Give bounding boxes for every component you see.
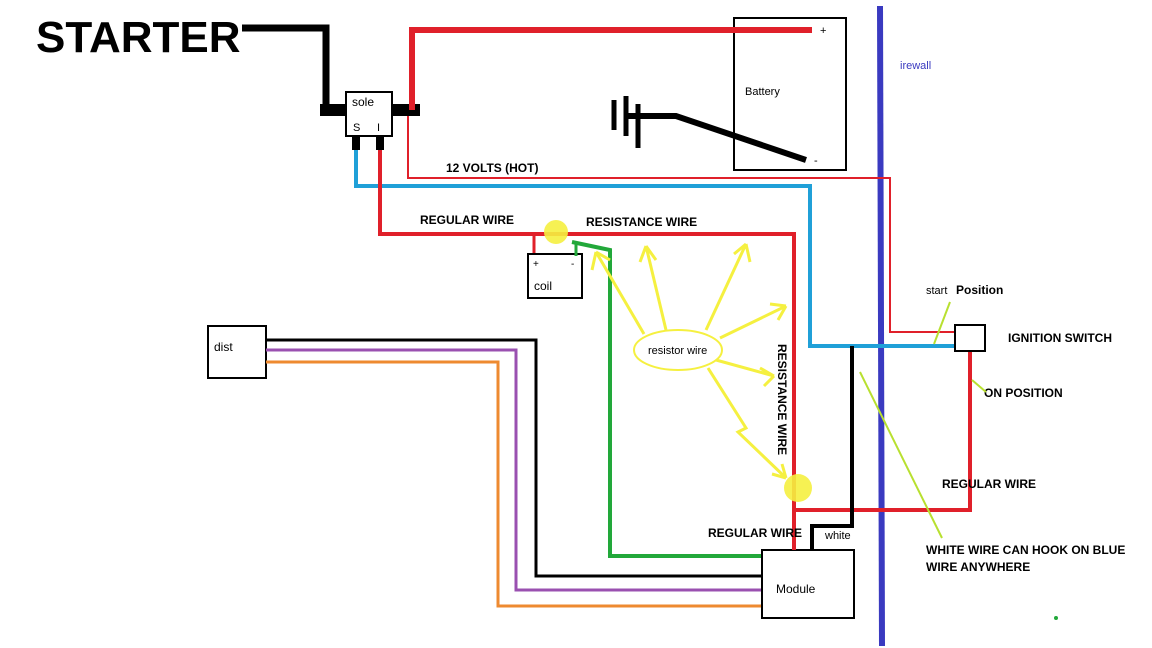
battery-negative: - — [814, 155, 818, 167]
coil-negative: - — [571, 259, 574, 270]
regular-wire-bottom-label: REGULAR WIRE — [708, 526, 802, 540]
white-note-line1: WHITE WIRE CAN HOOK ON BLUE — [926, 543, 1125, 557]
coil-positive: + — [533, 259, 539, 270]
ground-cable — [624, 113, 807, 163]
solenoid-left-lug — [320, 104, 346, 116]
dist-orange-wire — [266, 360, 764, 608]
solenoid-s-stub — [352, 136, 360, 150]
battery-positive-cable — [409, 27, 812, 110]
firewall-label: irewall — [900, 60, 931, 72]
resistance-wire-vertical-label: RESISTANCE WIRE — [775, 344, 789, 455]
resistance-wire-top-label: RESISTANCE WIRE — [586, 215, 697, 229]
module-label: Module — [776, 582, 816, 596]
start-position-pointer — [933, 301, 951, 345]
white-note-pointer — [859, 371, 943, 539]
white-note-line2: WIRE ANYWHERE — [926, 560, 1030, 574]
twelve-volt-hot-wire — [407, 116, 955, 333]
white-wire-label: white — [824, 530, 851, 542]
blue-start-wire — [354, 150, 955, 348]
distributor-box — [207, 325, 267, 379]
dist-purple-wire — [266, 348, 764, 592]
solenoid-s-terminal: S — [353, 122, 360, 134]
highlight-bottom — [784, 474, 812, 502]
coil-box — [527, 253, 583, 299]
distributor-label: dist — [214, 340, 233, 354]
regular-wire-right-label: REGULAR WIRE — [942, 477, 1036, 491]
dist-black-wire — [266, 338, 764, 578]
solenoid-right-lug — [392, 104, 420, 116]
ignition-switch-label: IGNITION SWITCH — [1008, 331, 1112, 345]
green-dot — [1054, 616, 1058, 620]
highlight-top — [544, 220, 568, 244]
resistance-wire — [548, 232, 796, 512]
coil-label: coil — [534, 279, 552, 293]
resistor-wire-label: resistor wire — [648, 345, 707, 357]
green-coil-module-wire — [571, 240, 764, 558]
regular-wire-top — [378, 150, 548, 236]
start-position-label-b: Position — [956, 283, 1003, 297]
battery-label: Battery — [745, 86, 780, 98]
white-wire — [810, 346, 854, 550]
resistor-wire-bubble — [633, 329, 723, 371]
regular-wire-top-label: REGULAR WIRE — [420, 213, 514, 227]
start-position-label-a: start — [926, 285, 947, 297]
ignition-switch-box — [954, 324, 986, 352]
twelve-volts-label: 12 VOLTS (HOT) — [446, 161, 538, 175]
solenoid-i-stub — [376, 136, 384, 150]
on-position-pointer — [971, 379, 987, 393]
on-position-wire — [792, 352, 972, 550]
module-box — [761, 549, 855, 619]
solenoid-i-terminal: I — [377, 122, 380, 134]
resistor-wire-arrows — [590, 242, 788, 480]
solenoid-label: sole — [352, 95, 374, 109]
firewall-line — [877, 5, 885, 647]
on-position-label: ON POSITION — [984, 386, 1063, 400]
starter-label: STARTER — [36, 13, 241, 62]
starter-cable — [242, 24, 346, 112]
battery-positive: + — [820, 25, 826, 37]
